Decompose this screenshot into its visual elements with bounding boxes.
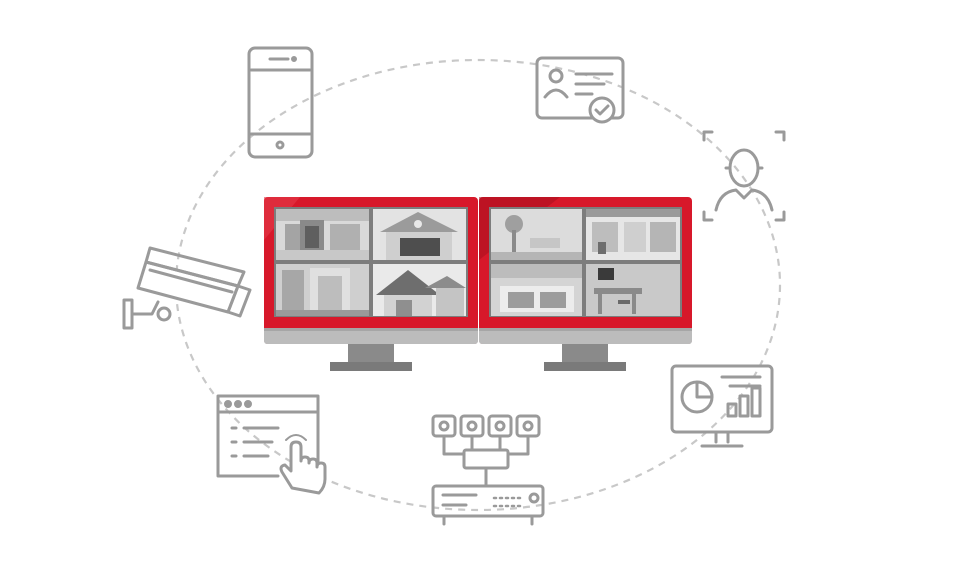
porch-feed [276, 264, 369, 316]
connection-ring [174, 58, 782, 512]
analytics-monitor-icon [670, 364, 774, 448]
yard-feed [491, 209, 582, 260]
left-monitor [264, 197, 478, 371]
face-recognition-icon [702, 130, 786, 222]
suburban-house-feed [373, 264, 466, 316]
nvr-recorder-icon [431, 414, 545, 526]
parking-feed [491, 264, 582, 316]
house-front-feed [276, 209, 369, 260]
web-interface-touch-icon [216, 394, 327, 495]
garage-feed [373, 209, 466, 260]
cctv-camera-icon [122, 246, 252, 330]
id-card-verified-icon [535, 56, 625, 124]
office-desk-feed [586, 264, 680, 316]
right-monitor [479, 197, 692, 371]
smartphone-icon [247, 46, 314, 159]
storefront-feed [586, 209, 680, 260]
